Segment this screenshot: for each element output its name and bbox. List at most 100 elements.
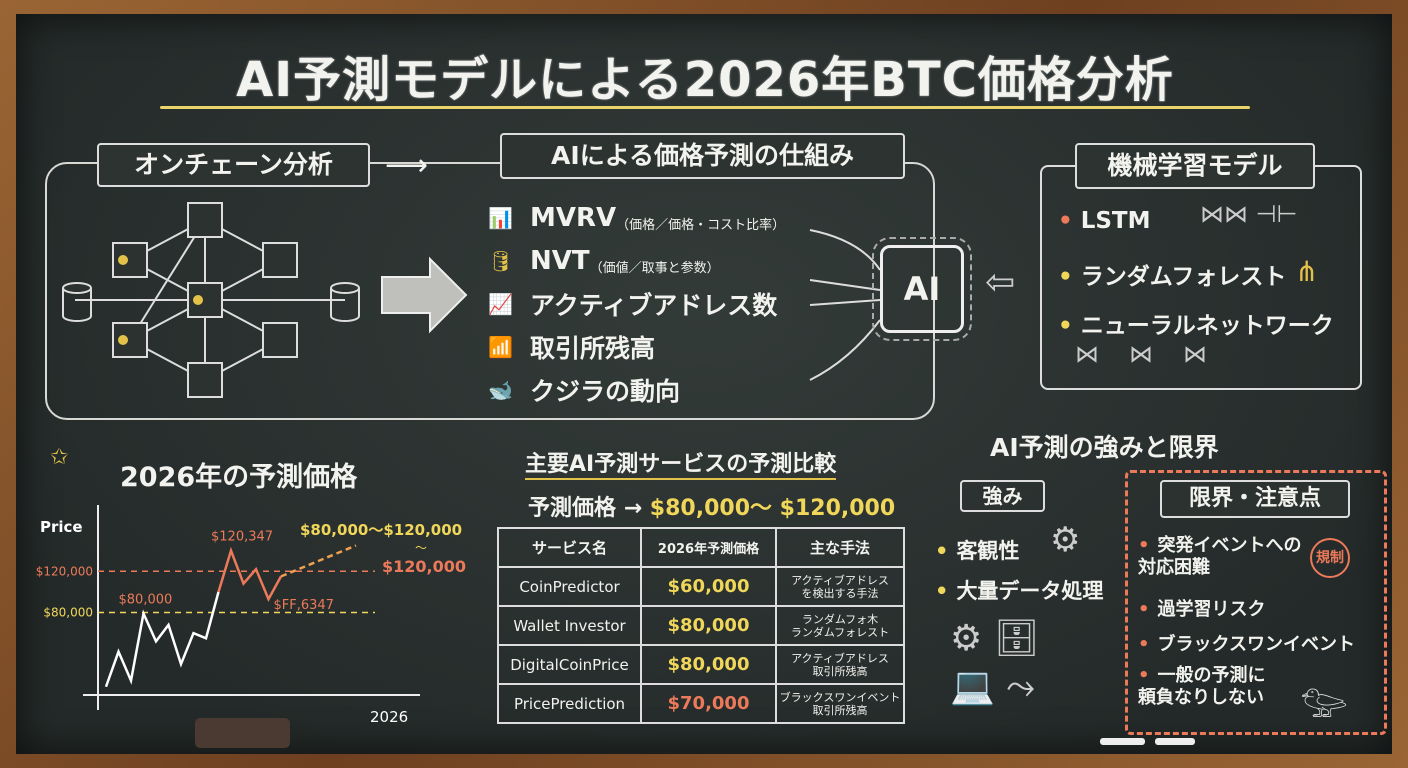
bar-chart-icon: 📊 — [488, 205, 513, 230]
history-line-recent — [217, 546, 283, 602]
eraser — [195, 718, 290, 748]
col-header: 主な手法 — [775, 527, 905, 568]
gears-icon: ⚙ 🗄💻 ⤳ — [950, 618, 1040, 707]
growth-bars-icon: 📶 — [488, 334, 513, 359]
strength-label: 大量データ処理 — [956, 579, 1104, 603]
indicator-label: MVRV — [530, 202, 617, 233]
service-method: アクティブアドレス 取引所残高 — [775, 644, 905, 685]
indicator-label: NVT — [530, 245, 590, 276]
limits-box: 限界・注意点 — [1160, 480, 1350, 518]
big-arrow-icon — [381, 256, 468, 334]
trend-chart-icon: 📈 — [488, 291, 513, 316]
target-tilde: 〜 — [415, 541, 427, 555]
service-name: DigitalCoinPrice — [497, 644, 642, 685]
limits-burst — [1125, 470, 1387, 735]
whale-icon: 🐋 — [488, 377, 513, 402]
input-arrows — [809, 229, 881, 381]
strength-label: 客観性 — [956, 539, 1020, 563]
limit-label: 一般の予測に 頼負なりしない — [1138, 665, 1266, 708]
onchain-label: オンチェーン分析 — [97, 143, 370, 187]
swan-icon: 𓅰 — [1300, 681, 1349, 727]
ml-item-label: ニューラルネットワーク — [1080, 313, 1334, 339]
indicator-note: （価格／価格・コスト比率） — [616, 218, 786, 233]
neural-network-icons: ⋈⋈⋈ — [1075, 340, 1237, 368]
data-label: $80,000 — [119, 593, 173, 608]
price-chart: Price 2026 $80,000 $120,000 $120,347 $80,000 $… — [36, 505, 466, 726]
forecast-title: 2026年の予測価格 — [120, 462, 358, 493]
service-method: アクティブアドレス を検出する手法 — [775, 566, 905, 607]
indicator-note: （価値／取事と参数） — [589, 261, 720, 276]
limit-item: •ブラックスワンイベント — [1138, 634, 1355, 655]
service-name: CoinPredictor — [497, 566, 642, 607]
service-price: $60,000 — [640, 566, 777, 607]
ml-item: •LSTM — [1058, 208, 1151, 234]
y-tick-label: $80,000 — [43, 606, 93, 620]
strength-item: •大量データ処理 — [935, 579, 1104, 603]
blockchain-network-icon — [62, 202, 360, 398]
data-label: $120,347 — [211, 530, 273, 545]
range-label: 予測価格 — [528, 496, 617, 521]
analysis-panel — [45, 162, 935, 420]
comparison-table: サービス名 2026年予測価格 主な手法 CoinPredictor$60,00… — [497, 527, 905, 724]
page-title: AI予測モデルによる2026年BTC価格分析 — [236, 52, 1174, 108]
strength-item: •客観性 — [935, 539, 1020, 563]
ml-item: •ニューラルネットワーク — [1058, 313, 1334, 339]
history-line — [104, 591, 220, 688]
coin-database-icon: 🛢 — [488, 248, 514, 273]
y-tick-label: $120,000 — [36, 564, 93, 578]
chalk-stick — [1100, 738, 1145, 745]
range-row: 予測価格 → $80,000〜 $120,000 — [528, 490, 895, 522]
service-method: ブラックスワンイベント 取引所残高 — [775, 683, 905, 724]
data-label: $FF,6347 — [274, 598, 334, 613]
indicator-label: アクティブアドレス数 — [530, 290, 778, 320]
strengths-title: AI予測の強みと限界 — [990, 433, 1219, 462]
chalk-stick — [1155, 738, 1195, 745]
limit-item: •突発イベントへの 対応困難 — [1138, 535, 1302, 578]
range-value: $80,000〜 $120,000 — [649, 496, 896, 521]
decision-tree-icon: ⋔ — [1295, 255, 1319, 288]
service-name: Wallet Investor — [497, 605, 642, 646]
ml-item-label: LSTM — [1080, 208, 1151, 234]
neural-net-icon: ⋈⋈ ⊣⊢ — [1200, 200, 1298, 228]
indicator-label: 取引所残高 — [530, 333, 656, 363]
projection-line — [280, 544, 357, 578]
indicator-item: 📶 取引所残高 — [488, 325, 785, 368]
title-underline — [160, 106, 1250, 109]
col-header: 2026年予測価格 — [640, 527, 777, 568]
indicator-list: 📊 MVRV（価格／価格・コスト比率） 🛢 NVT（価値／取事と参数） 📈 アクティブ… — [488, 196, 785, 411]
regulation-badge: 規制 — [1310, 538, 1350, 578]
service-price: $70,000 — [640, 683, 777, 724]
limit-label: 突発イベントへの 対応困難 — [1138, 535, 1302, 578]
limit-label: ブラックスワンイベント — [1157, 634, 1355, 655]
service-method: ランダムフォ木 ランダムフォレスト — [775, 605, 905, 646]
service-price: $80,000 — [640, 644, 777, 685]
service-price: $80,000 — [640, 605, 777, 646]
arrow-right-icon: ⟶ — [385, 148, 429, 183]
limit-label: 過学習リスク — [1157, 599, 1266, 620]
head-gears-icon: ⚙ — [1050, 520, 1081, 560]
x-axis-label: 2026 — [370, 708, 408, 726]
ml-item: •ランダムフォレスト — [1058, 264, 1287, 290]
limit-item: •過学習リスク — [1138, 599, 1266, 620]
target-sub: $120,000 — [382, 557, 466, 576]
ml-item-label: ランダムフォレスト — [1080, 264, 1287, 290]
indicator-item: 📈 アクティブアドレス数 — [488, 282, 785, 325]
target-label: $80,000〜$120,000 — [300, 521, 462, 539]
star-icon: ✩ — [50, 445, 69, 470]
y-axis-label: Price — [40, 518, 83, 536]
col-header: サービス名 — [497, 527, 642, 568]
limit-item: •一般の予測に 頼負なりしない — [1138, 665, 1266, 708]
arrow-left-icon: ⇦ — [985, 262, 1016, 303]
indicator-item: 🐋 クジラの動向 — [488, 368, 785, 411]
indicator-item: 📊 MVRV（価格／価格・コスト比率） — [488, 196, 785, 239]
comparison-title: 主要AI予測サービスの予測比較 — [525, 446, 837, 480]
indicator-label: クジラの動向 — [530, 376, 681, 406]
strengths-box: 強み — [960, 480, 1045, 512]
mechanism-label: AIによる価格予測の仕組み — [500, 133, 905, 179]
service-name: PricePrediction — [497, 683, 642, 724]
ai-chip-icon: AI — [872, 237, 972, 341]
